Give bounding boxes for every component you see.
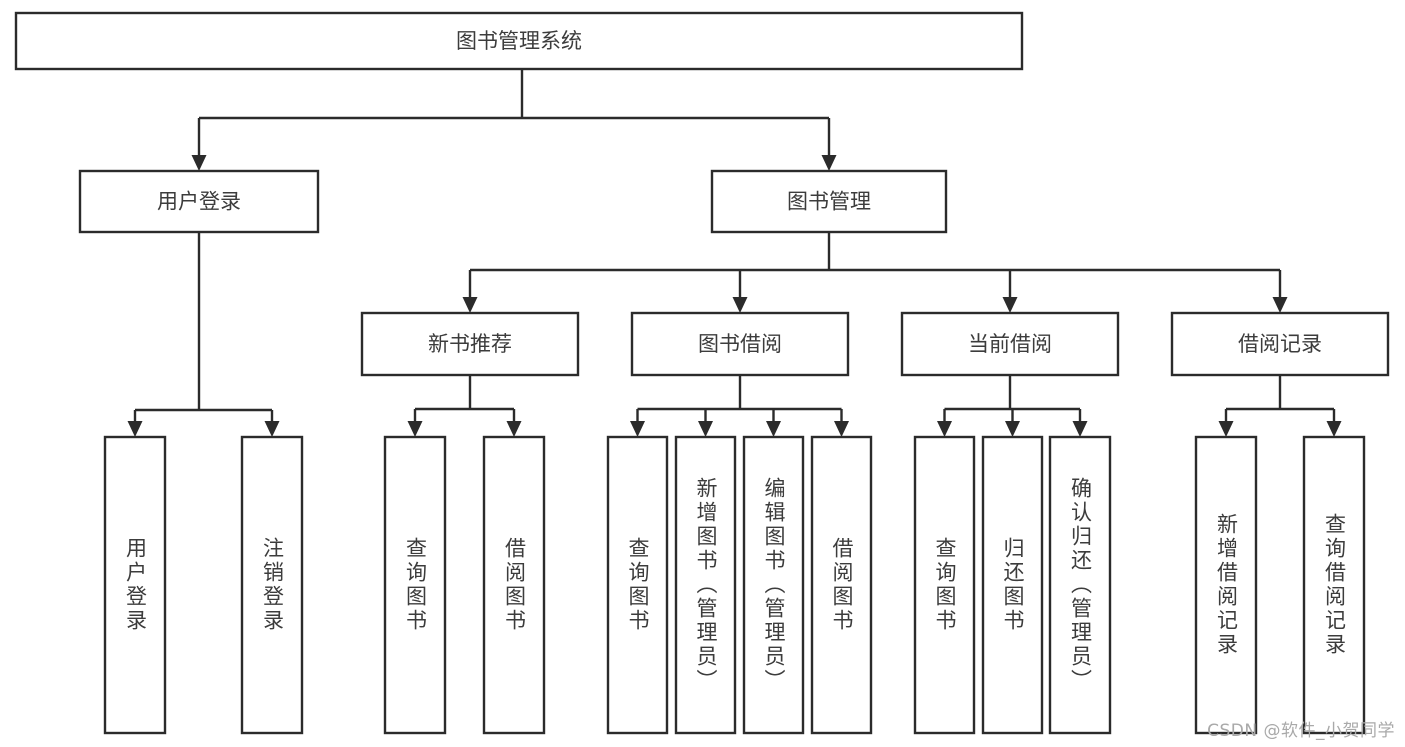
node-current-borrow-label: 当前借阅 [968,332,1052,356]
edge-bm-to-book-borrow-1-arrowhead [732,297,748,313]
node-root-label: 图书管理系统 [456,29,582,53]
leaf-box-book-borrow-1[interactable] [674,435,737,735]
node-book-management-label: 图书管理 [787,190,871,214]
edge-current-borrow-leaf-1-arrowhead [1005,421,1020,437]
leaf-box-book-borrow-0[interactable] [606,435,669,735]
edge-current-borrow-leaf-0-arrowhead [937,421,952,437]
node-user-login[interactable] [78,169,320,234]
node-borrow-record[interactable] [1170,311,1390,377]
connector-edges [127,69,1342,437]
node-root-图书管理系统[interactable] [14,11,1024,71]
leaf-box-current-borrow-0[interactable] [913,435,976,735]
leaf-box-current-borrow-1[interactable] [981,435,1044,735]
edge-bm-to-borrow-record-3-arrowhead [1272,297,1288,313]
edge-user-login-leaf-1-arrowhead [264,421,280,437]
leaf-box-user-login-1[interactable] [240,435,304,735]
node-current-borrow[interactable] [900,311,1120,377]
leaf-box-new-book-recommend-0[interactable] [383,435,447,735]
watermark-text: CSDN @软件_小贺同学 [1207,721,1395,741]
leaf-box-user-login-0[interactable] [103,435,167,735]
edge-book-borrow-leaf-1-arrowhead [698,421,713,437]
edge-new-book-recommend-leaf-0-arrowhead [407,421,423,437]
leaf-box-book-borrow-2[interactable] [742,435,805,735]
edge-borrow-record-leaf-1-arrowhead [1326,421,1342,437]
edge-book-borrow-leaf-0-arrowhead [630,421,645,437]
edge-new-book-recommend-leaf-1-arrowhead [506,421,522,437]
edge-user-login-leaf-0-arrowhead [127,421,143,437]
edge-book-borrow-leaf-2-arrowhead [766,421,781,437]
edge-bm-to-current-borrow-2-arrowhead [1002,297,1018,313]
node-new-book-recommend[interactable] [360,311,580,377]
edge-bm-to-new-book-recommend-0-arrowhead [462,297,478,313]
node-book-borrow[interactable] [630,311,850,377]
leaf-box-borrow-record-1[interactable] [1302,435,1366,735]
node-user-login-label: 用户登录 [157,190,241,214]
node-borrow-record-label: 借阅记录 [1238,332,1322,356]
leaf-box-borrow-record-0[interactable] [1194,435,1258,735]
leaf-box-new-book-recommend-1[interactable] [482,435,546,735]
node-new-book-recommend-label: 新书推荐 [428,332,512,356]
node-boxes [14,11,1390,735]
edge-current-borrow-leaf-2-arrowhead [1072,421,1088,437]
edge-book-borrow-leaf-3-arrowhead [834,421,849,437]
leaf-box-book-borrow-3[interactable] [810,435,873,735]
edge-root-to-user-login-0-arrowhead [191,155,207,171]
edge-borrow-record-leaf-0-arrowhead [1218,421,1234,437]
node-book-borrow-label: 图书借阅 [698,332,782,356]
node-book-management[interactable] [710,169,948,234]
leaf-box-current-borrow-2[interactable] [1048,435,1112,735]
edge-root-to-book-management-1-arrowhead [821,155,837,171]
